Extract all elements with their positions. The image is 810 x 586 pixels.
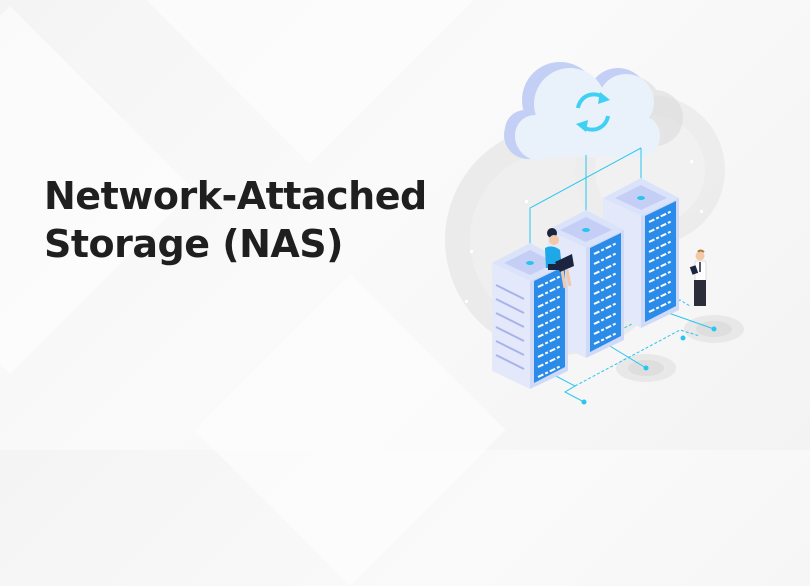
decorative-dots bbox=[465, 160, 703, 303]
server-tower bbox=[492, 243, 568, 389]
page-title: Network-Attached Storage (NAS) bbox=[44, 172, 427, 268]
title-line-1: Network-Attached bbox=[44, 174, 427, 218]
woman-with-laptop bbox=[545, 228, 574, 289]
title-line-2: Storage (NAS) bbox=[44, 222, 344, 266]
cloud-icon bbox=[504, 62, 683, 160]
nas-illustration bbox=[445, 62, 744, 405]
sync-icon bbox=[576, 92, 610, 132]
man-with-tablet bbox=[689, 249, 707, 306]
